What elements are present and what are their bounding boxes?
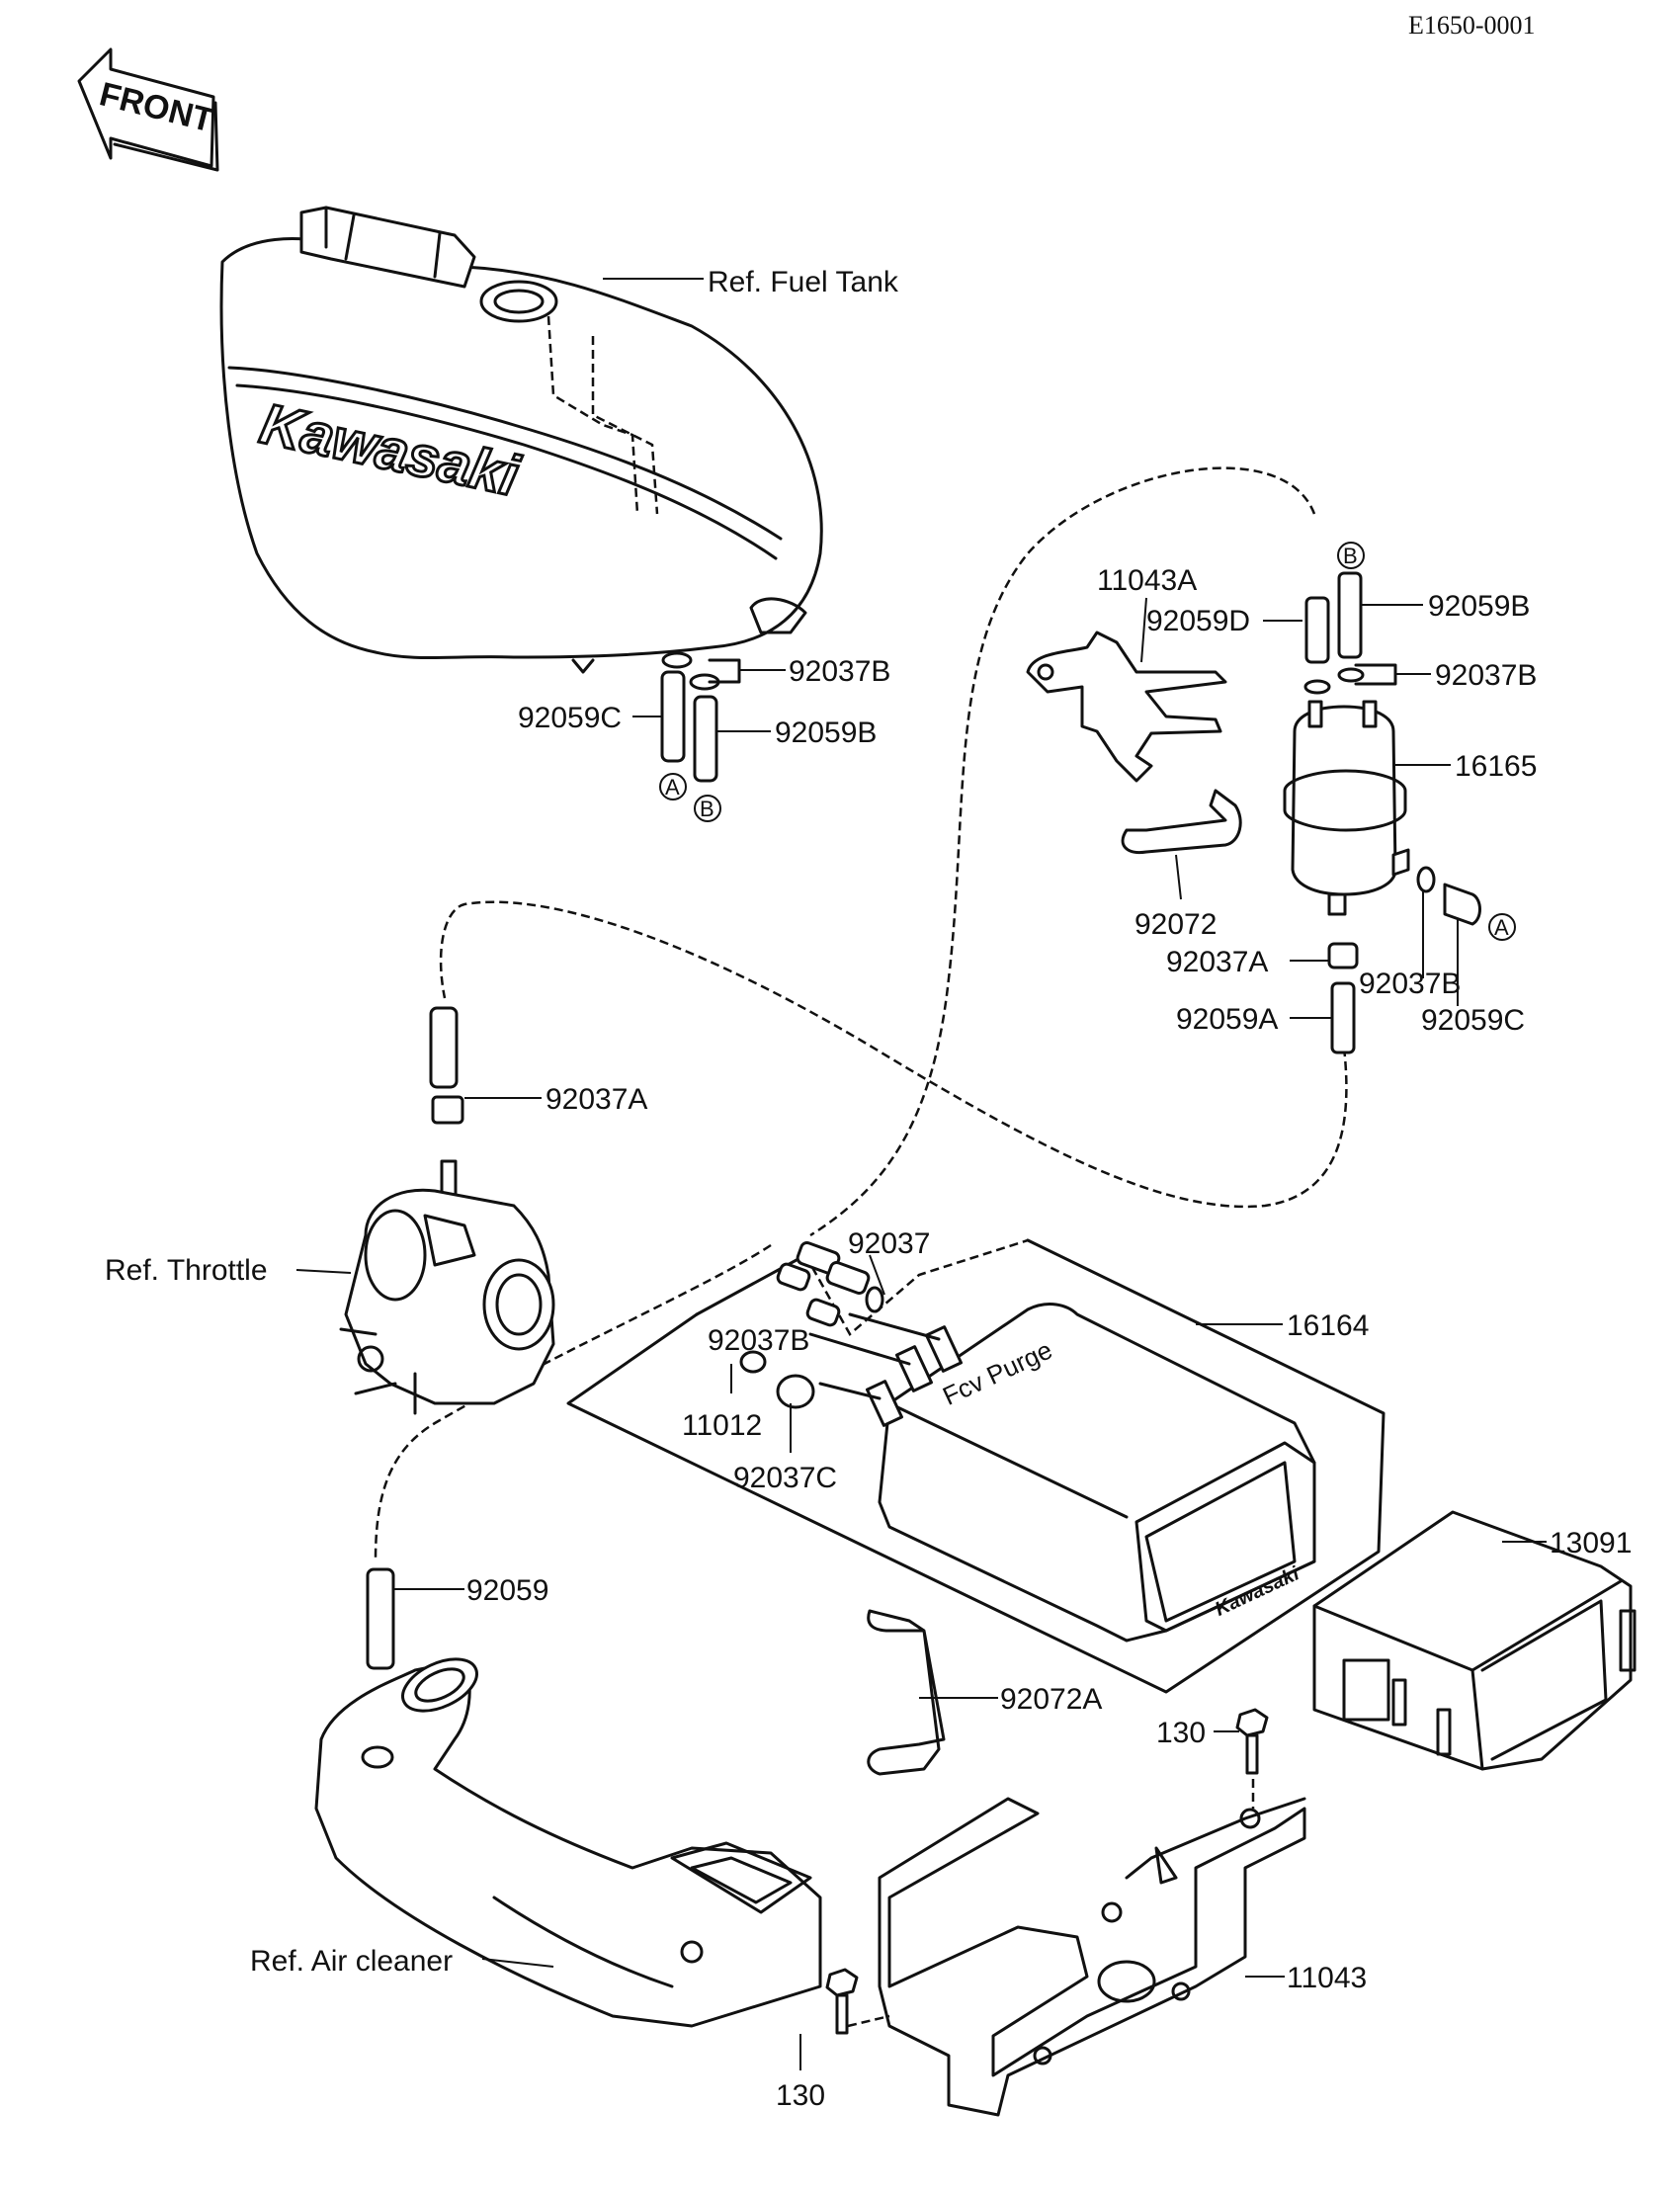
label-92037b-filter-top: 92037B bbox=[1435, 659, 1537, 692]
label-ref-throttle: Ref. Throttle bbox=[105, 1254, 268, 1287]
label-92037b-canister: 92037B bbox=[708, 1324, 809, 1357]
label-130-top: 130 bbox=[1156, 1717, 1206, 1749]
label-92037: 92037 bbox=[848, 1227, 930, 1260]
fuel-tank: Kawasaki bbox=[219, 206, 823, 674]
label-92037b-tank: 92037B bbox=[789, 655, 890, 688]
charcoal-canister: Fcv Purge Kawasaki bbox=[808, 1303, 1316, 1643]
label-13091: 13091 bbox=[1550, 1527, 1632, 1560]
mark-b-filter: B bbox=[1343, 544, 1358, 568]
label-11043a: 11043A bbox=[1097, 564, 1197, 597]
label-11043: 11043 bbox=[1287, 1962, 1367, 1994]
label-16165: 16165 bbox=[1455, 750, 1537, 783]
doc-code: E1650-0001 bbox=[1408, 11, 1536, 40]
label-92059c-filter: 92059C bbox=[1421, 1004, 1525, 1037]
filter-bracket bbox=[1026, 631, 1227, 783]
mark-a-tank: A bbox=[665, 775, 680, 800]
label-130-bottom: 130 bbox=[776, 2079, 825, 2112]
tank-hoses bbox=[660, 651, 741, 783]
mark-a-filter: A bbox=[1494, 915, 1509, 940]
label-16164: 16164 bbox=[1287, 1309, 1369, 1342]
mark-b-tank: B bbox=[700, 797, 714, 821]
throttle-body bbox=[339, 1159, 555, 1415]
label-ref-air-cleaner: Ref. Air cleaner bbox=[250, 1945, 453, 1978]
canister-cover bbox=[1312, 1510, 1637, 1771]
bolt-130-bottom-icon bbox=[825, 1968, 859, 2035]
fuel-filter bbox=[1283, 571, 1410, 916]
label-92037a-throttle: 92037A bbox=[546, 1083, 647, 1116]
main-bracket bbox=[878, 1797, 1306, 2117]
label-ref-fuel-tank: Ref. Fuel Tank bbox=[708, 266, 899, 298]
label-92037c: 92037C bbox=[733, 1462, 837, 1494]
label-92059a: 92059A bbox=[1176, 1003, 1278, 1036]
clamp-92072a bbox=[867, 1609, 946, 1776]
label-92037a-filter: 92037A bbox=[1166, 946, 1268, 978]
label-92059d: 92059D bbox=[1146, 605, 1250, 637]
label-92037b-filter-bottom: 92037B bbox=[1359, 968, 1461, 1000]
bolt-130-top-icon bbox=[1235, 1708, 1269, 1775]
label-92072: 92072 bbox=[1134, 908, 1217, 941]
label-92059: 92059 bbox=[466, 1574, 548, 1607]
label-92059b-tank: 92059B bbox=[775, 717, 877, 749]
label-92072a: 92072A bbox=[1000, 1683, 1102, 1716]
clamp-92072 bbox=[1121, 789, 1242, 855]
air-cleaner bbox=[314, 1657, 822, 2028]
label-92059b-filter: 92059B bbox=[1428, 590, 1530, 623]
label-92059c-tank: 92059C bbox=[518, 702, 622, 734]
label-11012: 11012 bbox=[682, 1409, 762, 1442]
front-arrow-icon: FRONT bbox=[77, 47, 219, 172]
